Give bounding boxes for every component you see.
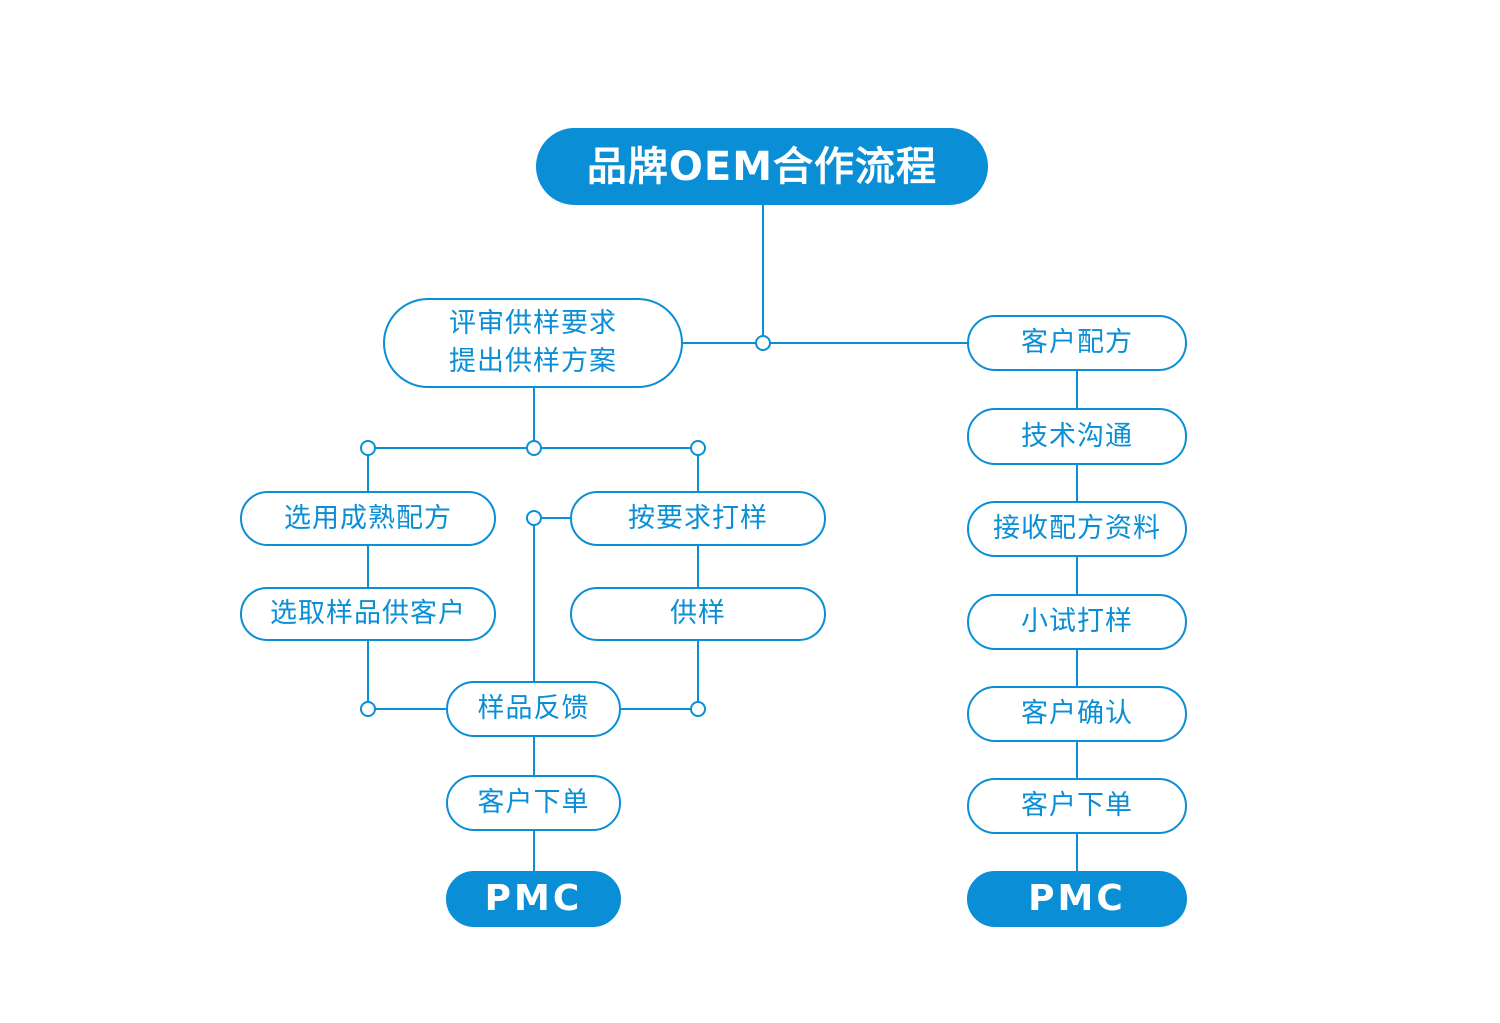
pick-sample-for-customer-node: 选取样品供客户 <box>240 587 496 641</box>
select-mature-formula-node: 选用成熟配方 <box>240 491 496 546</box>
left-pmc-node: PMC <box>446 871 621 927</box>
right-pmc-node: PMC <box>967 871 1187 927</box>
junction-dot <box>690 701 706 717</box>
flow-title: 品牌OEM合作流程 <box>536 128 988 205</box>
junction-dot <box>755 335 771 351</box>
junction-dot <box>360 440 376 456</box>
review-requirements-node: 评审供样要求 提出供样方案 <box>383 298 683 388</box>
tech-communication-node: 技术沟通 <box>967 408 1187 465</box>
receive-formula-data-node: 接收配方资料 <box>967 501 1187 557</box>
junction-dot <box>360 701 376 717</box>
junction-dot <box>526 440 542 456</box>
junction-dot <box>526 510 542 526</box>
supply-sample-node: 供样 <box>570 587 826 641</box>
right-customer-order-node: 客户下单 <box>967 778 1187 834</box>
junction-dot <box>690 440 706 456</box>
sample-by-requirement-node: 按要求打样 <box>570 491 826 546</box>
customer-formula-node: 客户配方 <box>967 315 1187 371</box>
trial-sample-node: 小试打样 <box>967 594 1187 650</box>
sample-feedback-node: 样品反馈 <box>446 681 621 737</box>
customer-confirm-node: 客户确认 <box>967 686 1187 742</box>
left-customer-order-node: 客户下单 <box>446 775 621 831</box>
